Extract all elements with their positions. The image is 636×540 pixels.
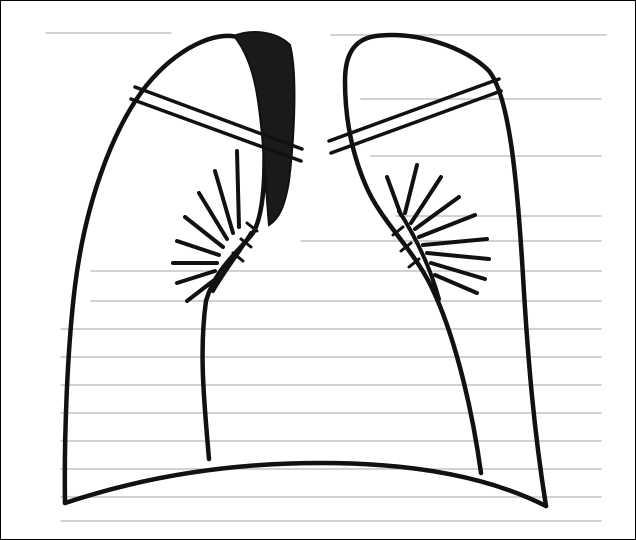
left-hilum-branch [435, 275, 477, 293]
left-clavicle-line-lower [331, 91, 501, 153]
right-hilum-branch [177, 271, 215, 283]
left-hilum-branch [405, 165, 417, 213]
right-hilum-branch [237, 151, 239, 227]
right-lung-outline [65, 36, 265, 503]
left-hilum-branch [423, 239, 487, 245]
left-clavicle-line-upper [329, 79, 499, 141]
left-hilar-vessels [387, 165, 489, 299]
left-hilum-branch [387, 177, 401, 215]
left-hilum-branch [427, 253, 489, 259]
right-hilum-branch [177, 241, 219, 255]
left-clavicle-marker [329, 79, 501, 153]
